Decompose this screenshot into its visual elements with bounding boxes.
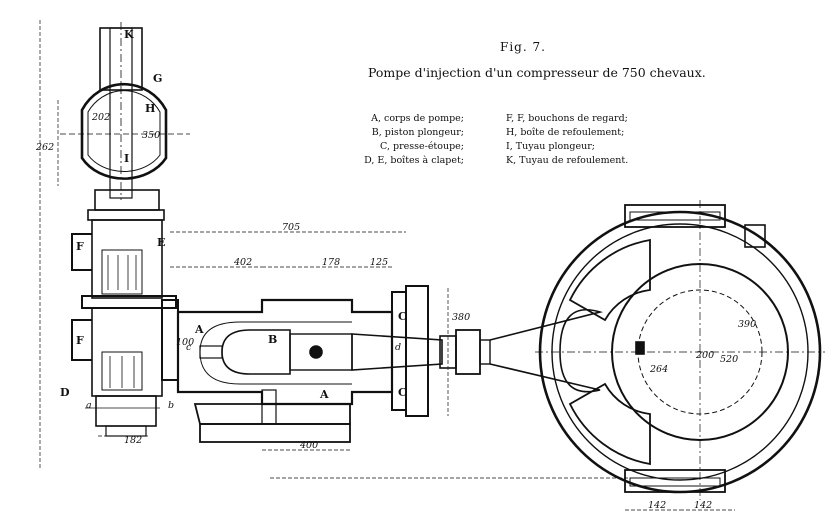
dim-125: 125 — [370, 257, 388, 268]
legend-item: D, E, boîtes à clapet; — [364, 155, 464, 166]
legend-item: A, corps de pompe; — [371, 113, 464, 124]
discharge-pipe-k — [99, 22, 143, 200]
plunger-b — [199, 329, 443, 375]
dim-100: 100 — [176, 337, 194, 348]
dim-390: 390 — [738, 319, 756, 330]
dim-264: 264 — [649, 364, 668, 375]
eccentric-wheel — [535, 200, 825, 500]
legend-item: H, boîte de refoulement; — [506, 127, 625, 138]
dim-380: 380 — [452, 312, 470, 323]
dimension-lines — [39, 20, 735, 511]
dim-400: 400 — [299, 440, 318, 451]
figure-number: Fig. 7. — [500, 40, 546, 54]
dim-202: 202 — [91, 112, 110, 123]
label-e: E — [157, 236, 165, 249]
legend-item: F, F, bouchons de regard; — [506, 113, 628, 124]
label-c-bottom: C — [398, 386, 407, 399]
discharge-chamber-h — [60, 82, 190, 180]
label-i: I — [124, 152, 129, 165]
dim-262: 262 — [35, 142, 54, 153]
legend-right: F, F, bouchons de regard; H, boîte de re… — [506, 112, 666, 168]
dim-178: 178 — [322, 257, 340, 268]
label-f-top: F — [76, 240, 84, 253]
dim-182: 182 — [124, 435, 142, 446]
label-f-bottom: F — [76, 334, 84, 347]
dim-142-left: 142 — [648, 500, 666, 511]
figure-caption: Pompe d'injection d'un compresseur de 75… — [368, 65, 706, 80]
label-h: H — [145, 102, 155, 115]
label-a-top: A — [194, 323, 204, 336]
connecting-rod — [439, 308, 603, 393]
legend-item: B, piston plongeur; — [371, 127, 464, 138]
label-d: D — [60, 386, 70, 399]
dim-200: 200 — [695, 350, 714, 361]
dim-350: 350 — [142, 130, 160, 141]
label-g: G — [153, 72, 162, 85]
label-k: K — [124, 28, 134, 41]
dim-142-right: 142 — [694, 500, 712, 511]
legend-item: I, Tuyau plongeur; — [506, 141, 595, 152]
legend-item: K, Tuyau de refoulement. — [506, 155, 629, 166]
dim-705: 705 — [282, 222, 300, 233]
pump-base — [193, 389, 351, 443]
label-b-small: b — [168, 400, 174, 411]
legend-item: C, presse-étoupe; — [380, 141, 464, 152]
dim-402: 402 — [233, 257, 252, 268]
label-a-bottom: A — [319, 388, 329, 401]
label-c-small: c — [186, 342, 192, 353]
valve-box-d — [71, 307, 163, 437]
label-d-small: d — [395, 342, 401, 353]
label-c-top: C — [398, 310, 407, 323]
label-b: B — [268, 333, 277, 346]
legend-left: A, corps de pompe; B, piston plongeur; C… — [330, 112, 464, 168]
pump-body-a — [161, 285, 429, 417]
valve-box-e — [71, 189, 177, 309]
label-a-small: a — [86, 400, 92, 411]
dim-520: 520 — [720, 354, 738, 365]
